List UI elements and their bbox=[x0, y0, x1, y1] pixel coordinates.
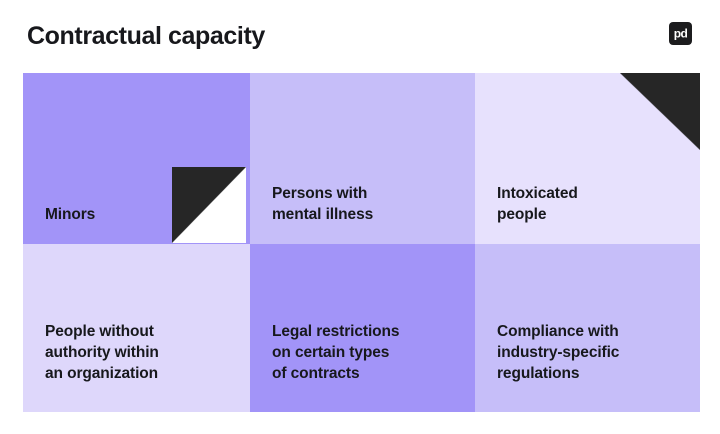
page-title: Contractual capacity bbox=[27, 22, 265, 50]
matrix-cell-label: Persons with mental illness bbox=[272, 185, 374, 223]
matrix-cell-legal-restrictions[interactable]: Legal restrictions on certain types of c… bbox=[250, 244, 475, 412]
contractual-capacity-matrix: Minors Persons with mental illness Intox… bbox=[23, 73, 700, 412]
matrix-cell-label: People without authority within an organ… bbox=[45, 323, 159, 382]
matrix-cell-compliance-regulations[interactable]: Compliance with industry-specific regula… bbox=[475, 244, 700, 412]
pandadoc-logo-icon: pd bbox=[669, 22, 692, 45]
corner-fold-icon bbox=[620, 73, 700, 150]
matrix-cell-minors[interactable]: Minors bbox=[23, 73, 250, 244]
corner-fold-icon bbox=[172, 167, 246, 243]
slide-header: Contractual capacity pd bbox=[0, 0, 720, 73]
pandadoc-logo-text: pd bbox=[673, 26, 688, 40]
matrix-cell-persons-with-mental-illness[interactable]: Persons with mental illness bbox=[250, 73, 475, 244]
matrix-cell-intoxicated-people[interactable]: Intoxicated people bbox=[475, 73, 700, 244]
matrix-cell-label: Intoxicated people bbox=[497, 185, 578, 223]
matrix-cell-label: Minors bbox=[45, 206, 96, 223]
matrix-cell-label: Legal restrictions on certain types of c… bbox=[272, 323, 400, 382]
matrix-cell-label: Compliance with industry-specific regula… bbox=[497, 323, 620, 382]
matrix-cell-people-without-authority[interactable]: People without authority within an organ… bbox=[23, 244, 250, 412]
